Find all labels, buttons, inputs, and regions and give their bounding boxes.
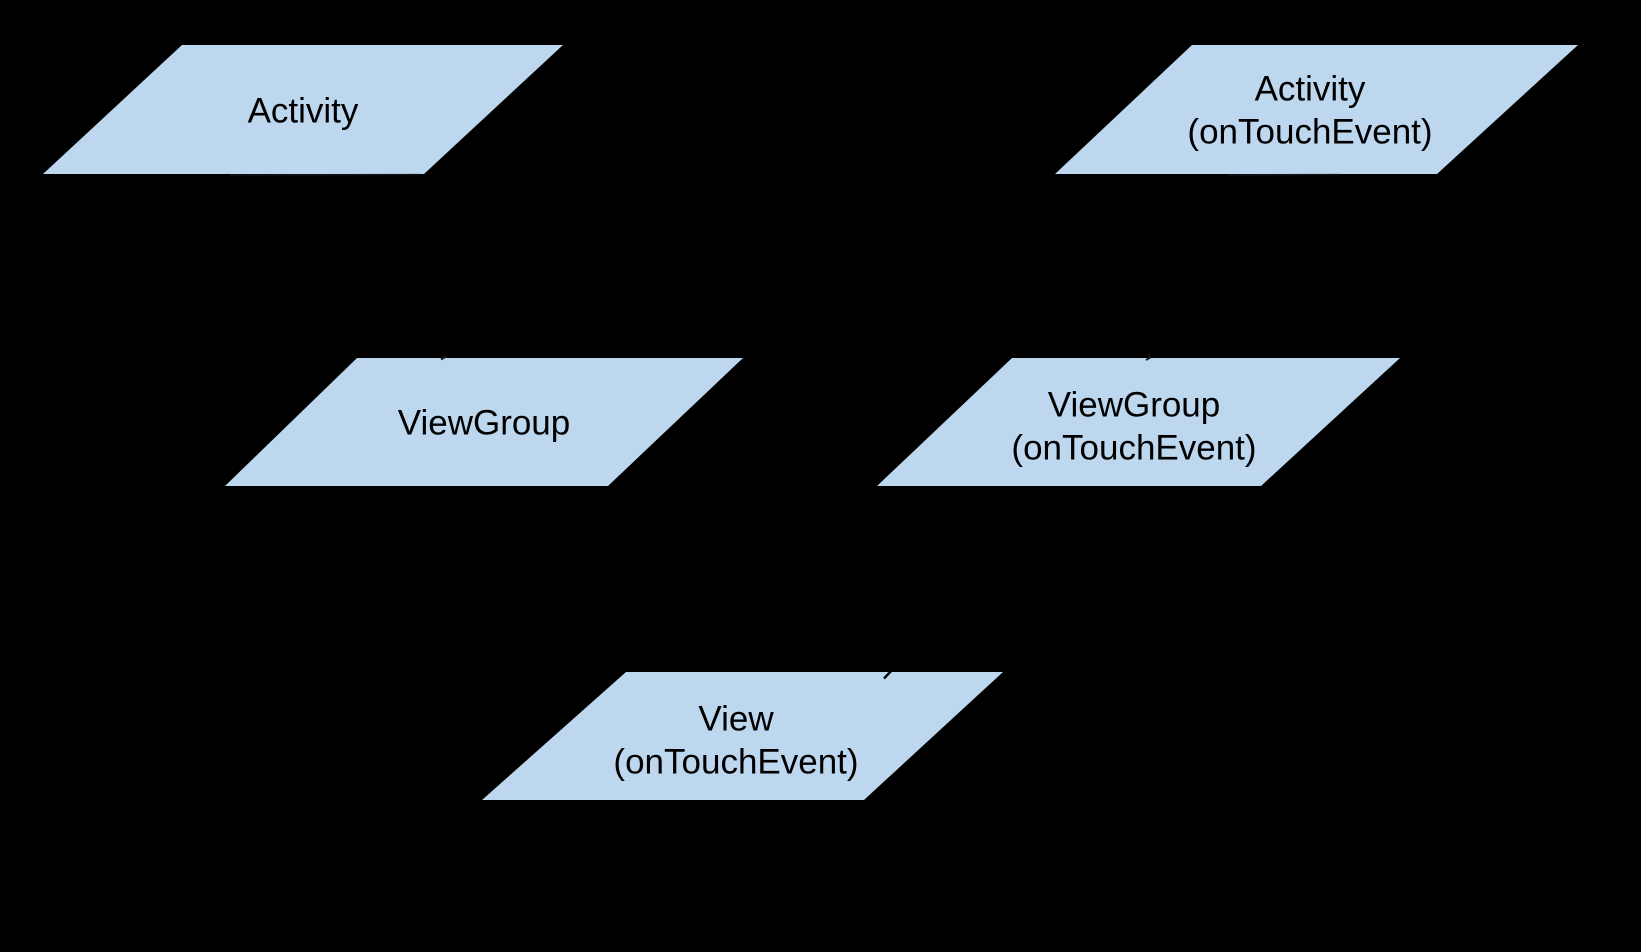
arrowhead-remnant-view-top-icon [883, 667, 895, 680]
node-viewgroup-ontouchevent-label-line2: (onTouchEvent) [1011, 429, 1256, 468]
node-viewgroup-shape [225, 358, 743, 486]
node-activity-shape [43, 45, 563, 174]
node-view-ontouchevent: View (onTouchEvent) [482, 672, 1003, 800]
node-view-ontouchevent-shape [482, 672, 1003, 800]
node-activity-ontouchevent-label-line1: Activity [1255, 70, 1366, 109]
node-viewgroup-ontouchevent-label-line1: ViewGroup [1048, 386, 1221, 425]
node-view-ontouchevent-label-line1: View [698, 700, 774, 739]
node-viewgroup-label: ViewGroup [398, 404, 571, 443]
arrowhead-remnant-viewgroup-top-icon [440, 355, 447, 361]
arrowhead-remnant-viewgroup-ontouch-top-icon [1145, 356, 1152, 361]
arrow-remnants [229, 173, 1341, 680]
arrow-line-remnant-activity-bottom-icon [229, 173, 421, 176]
node-activity-label: Activity [248, 92, 359, 131]
node-view-ontouchevent-label-line2: (onTouchEvent) [613, 743, 858, 782]
node-activity-ontouchevent-shape [1055, 45, 1578, 174]
node-viewgroup-ontouchevent-shape [877, 358, 1400, 486]
node-activity-ontouchevent: Activity (onTouchEvent) [1055, 45, 1578, 174]
node-viewgroup: ViewGroup [225, 358, 743, 486]
node-viewgroup-ontouchevent: ViewGroup (onTouchEvent) [877, 358, 1400, 486]
node-activity: Activity [43, 45, 563, 174]
node-activity-ontouchevent-label-line2: (onTouchEvent) [1187, 113, 1432, 152]
arrow-line-remnant-activity-ontouch-bottom-icon [1226, 173, 1341, 176]
